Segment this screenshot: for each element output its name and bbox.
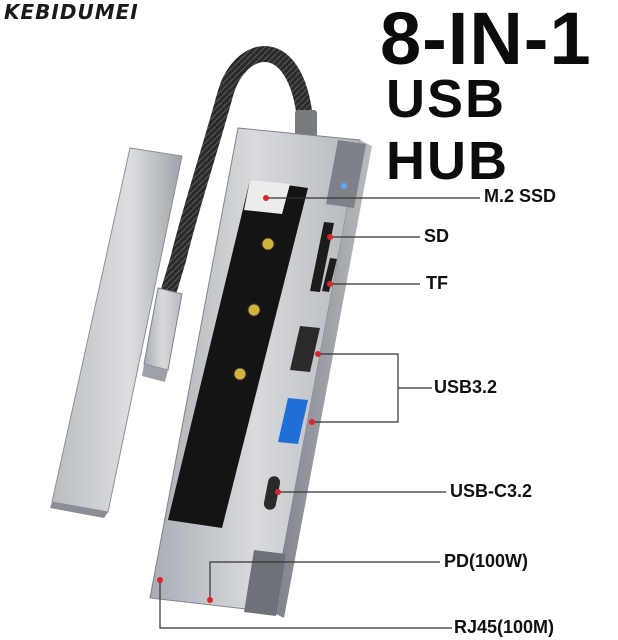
callout-lines (159, 197, 480, 629)
usb-a-port-2 (278, 398, 308, 444)
port-label-m2-ssd: M.2 SSD (484, 186, 557, 206)
usb-c-plug (142, 287, 183, 382)
headline-subtitle: USB HUB (386, 69, 509, 191)
sd-slot (310, 222, 334, 292)
usb-a-port-1 (290, 326, 320, 372)
port-label-tf: TF (426, 273, 448, 293)
tf-slot (322, 258, 337, 292)
brand-logo: KEBIDUMEI (4, 0, 139, 24)
port-label-sd: SD (424, 226, 450, 246)
usb-c-port (263, 476, 281, 510)
hub-body (149, 127, 372, 618)
m2-ssd-bay (168, 180, 308, 528)
port-label-usb32: USB3.2 (434, 377, 498, 397)
hub-lid (50, 147, 183, 518)
headline-title: 8-IN-1 (380, 0, 592, 80)
braided-cable (158, 46, 317, 308)
cable-strain-relief (295, 110, 317, 138)
port-label-rj45: RJ45(100M) (454, 617, 555, 637)
port-label-usb-c32: USB-C3.2 (450, 481, 533, 501)
status-led (341, 183, 347, 189)
port-label-pd: PD(100W) (444, 551, 529, 571)
callout-dots (157, 195, 333, 603)
